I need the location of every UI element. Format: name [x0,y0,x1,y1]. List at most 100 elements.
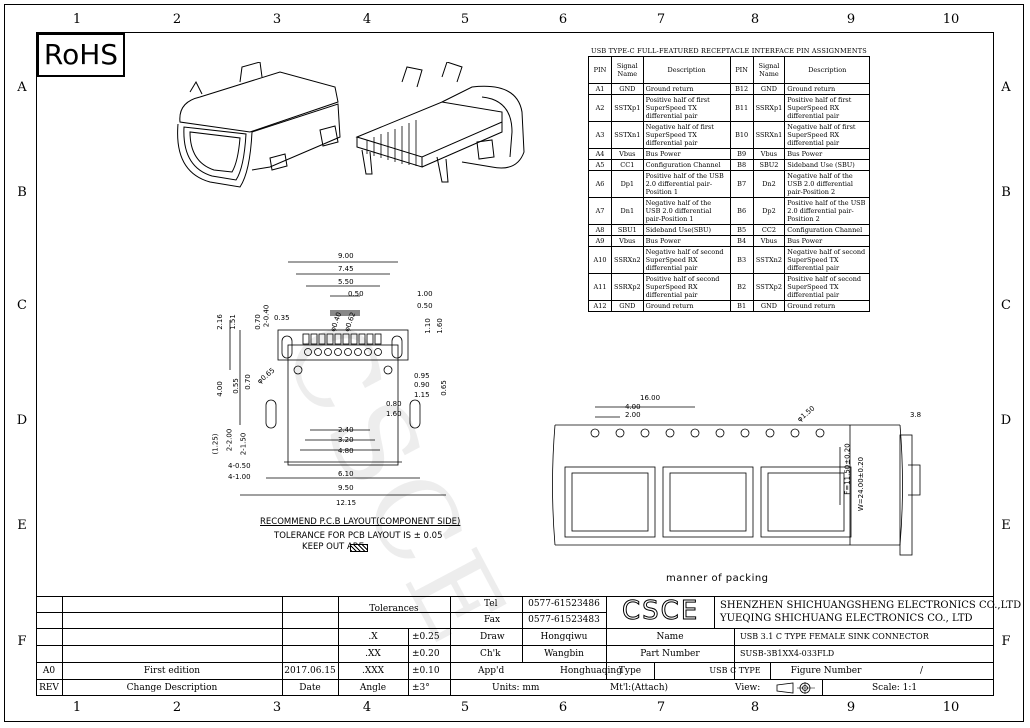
col-label: 5 [460,700,470,715]
company-name-2: YUEQING SHICHUANG ELECTRONICS CO., LTD [720,613,973,624]
table-cell: Sideband Use (SBU) [784,159,871,171]
figure-number-value: / [920,666,924,676]
row-label: D [16,413,28,428]
table-cell: B1 [729,300,754,312]
table-cell: GND [752,300,786,312]
col-label: 4 [362,12,372,27]
table-cell: B3 [729,246,754,274]
dim-label: 1.00 [417,290,433,298]
table-header: Signal Name [752,56,786,84]
dim-label: 12.15 [336,499,357,507]
approved-label: App'd [478,666,505,676]
dim-label: 5.50 [338,278,354,286]
dim-label: 2.40 [338,426,354,434]
table-cell: B11 [729,94,754,122]
tol-class: .XXX [361,666,385,676]
row-label: A [1001,80,1011,95]
dim-label: 2-2.00 [225,428,234,452]
table-cell: A6 [588,170,612,198]
row-label: D [1000,413,1012,428]
dim-label: 16.00 [640,394,661,402]
change-description-header: Change Description [126,683,218,693]
company-logo: CSCE [621,596,700,627]
table-cell: A1 [588,83,612,95]
part-number-label: Part Number [640,649,700,659]
drawing-border-outer [4,4,1024,722]
dim-label: 2-0.40 [262,304,271,328]
table-cell: A9 [588,235,612,247]
pcb-layout-title: RECOMMEND P.C.B LAYOUT(COMPONENT SIDE) [260,517,461,527]
check-label: Ch'k [480,649,501,659]
table-cell: B6 [729,197,754,225]
packing-label: manner of packing [666,573,769,584]
col-label: 7 [656,12,666,27]
dim-label: 1.15 [414,391,430,399]
table-cell: Dp2 [752,197,786,225]
table-cell: Ground return [642,83,731,95]
row-label: C [1001,298,1011,313]
dim-label: 3.8 [910,411,922,419]
view-label: View: [735,683,761,693]
table-cell: Bus Power [784,235,871,247]
table-header-row: PIN Signal Name Description PIN Signal N… [588,56,871,84]
table-cell: A4 [588,148,612,160]
table-cell: Dp1 [611,170,644,198]
table-cell: B8 [729,159,754,171]
table-cell: Ground return [642,300,731,312]
tel-value: 0577-61523486 [528,599,600,609]
table-cell: Negative half of second SuperSpeed RX di… [642,246,731,274]
pin-assignment-table: PIN Signal Name Description PIN Signal N… [588,56,871,312]
table-cell: Configuration Channel [784,224,871,236]
dim-label: 4-0.50 [228,462,251,470]
col-label: 2 [172,700,182,715]
approved-value: Honghuaqing [560,666,622,676]
dim-label: 0.70 [243,374,252,390]
col-label: 6 [558,12,568,27]
keep-out-zone [330,310,360,316]
table-cell: Configuration Channel [642,159,731,171]
table-cell: B2 [729,273,754,301]
col-label: 3 [272,12,282,27]
dim-label: 2-1.50 [239,432,248,456]
drawing-border-inner [36,32,994,696]
dim-label: 6.10 [338,470,354,478]
keep-out-hatch [350,544,368,552]
tape-packing-drawing [552,406,921,556]
table-cell: SBU1 [611,224,644,236]
dim-label: 4.00 [215,381,224,397]
table-cell: B10 [729,121,754,149]
col-label: 8 [750,12,760,27]
tol-class: .XX [365,649,381,659]
row-label: B [17,185,27,200]
tol-value: ±0.25 [412,632,440,642]
table-cell: Positive half of second SuperSpeed TX di… [784,273,871,301]
table-cell: Positive half of first SuperSpeed TX dif… [642,94,731,122]
table-cell: GND [611,300,644,312]
table-cell: Negative half of second SuperSpeed TX di… [784,246,871,274]
dim-label: 0.90 [414,381,430,389]
table-cell: Dn2 [752,170,786,198]
col-label: 9 [846,12,856,27]
fax-value: 0577-61523483 [528,615,600,625]
col-label: 2 [172,12,182,27]
table-cell: Vbus [611,148,644,160]
col-label: 1 [72,12,82,27]
dim-label: 0.35 [274,314,290,322]
table-cell: Ground return [784,300,871,312]
connector-3d-view-rear [355,62,525,183]
dim-label: 0.65 [439,380,448,396]
scale: Scale: 1:1 [872,683,918,693]
dim-label: 1.60 [386,410,402,418]
row-label: B [1001,185,1011,200]
rev-header: REV [39,683,59,693]
revision-code: A0 [42,666,56,676]
table-cell: Positive half of the USB 2.0 differentia… [784,197,871,225]
table-cell: Negative half of first SuperSpeed RX dif… [784,121,871,149]
dim-label: 4.00 [625,403,641,411]
